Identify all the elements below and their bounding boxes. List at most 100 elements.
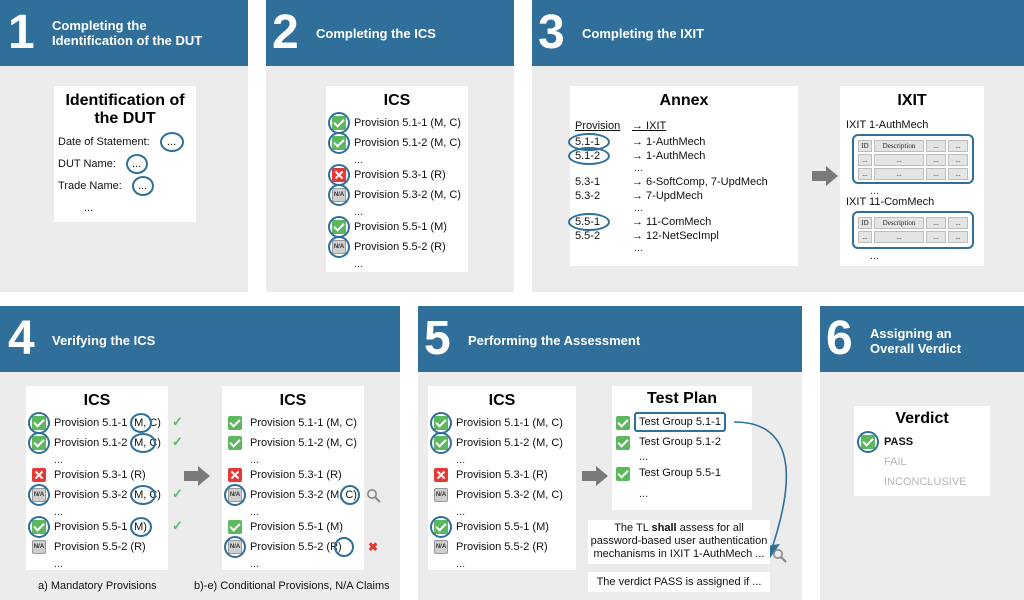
tag-ring[interactable] — [130, 485, 156, 505]
ics-title-p2: ICS — [383, 92, 411, 109]
panel-4-number: 4 — [8, 312, 35, 365]
ics-card-p4a: ICS Provision 5.1-1 (M, C)Provision 5.1-… — [26, 386, 168, 570]
ixit-cell: ... — [858, 168, 872, 180]
provision-label: Provision 5.1-1 (M, C) — [250, 417, 357, 429]
provision-label: Provision 5.5-2 (R) — [54, 541, 146, 553]
annex-row-ring[interactable] — [568, 213, 610, 231]
test-plan-ellipsis-2: ... — [639, 488, 649, 500]
provision-label: Provision 5.3-1 (R) — [456, 469, 548, 481]
provision-label: Provision 5.5-1 (M) — [354, 221, 447, 233]
magnifier-icon — [367, 489, 381, 503]
note-shall: shall — [651, 522, 677, 534]
provision-label: Provision 5.3-1 (R) — [250, 469, 342, 481]
provision-ring — [328, 216, 350, 238]
note-post: assess for all — [676, 522, 744, 534]
provision-label: Provision 5.3-1 (R) — [354, 169, 446, 181]
date-field-ring[interactable] — [160, 132, 184, 152]
provision-ring — [328, 112, 350, 134]
ixit-cell: ... — [874, 154, 924, 166]
ixit-cell: ... — [948, 231, 968, 243]
annex-row-provision: 5.1-2 — [575, 150, 601, 162]
annex-row-provision: 5.3-1 — [575, 176, 601, 188]
test-group-highlight[interactable] — [634, 412, 726, 432]
list-ellipsis: ... — [456, 506, 466, 518]
ixit-cell: ... — [948, 217, 968, 229]
tag-ring[interactable] — [130, 517, 152, 537]
dut-name-field-ring[interactable] — [126, 154, 148, 174]
ics-title-p4b: ICS — [279, 392, 307, 409]
panel-6-number: 6 — [826, 312, 853, 365]
ixit-cell: ... — [926, 168, 946, 180]
provision-ring — [224, 536, 246, 558]
annex-row-ixit: → 11-ComMech — [632, 216, 712, 228]
provision-label: Provision 5.5-2 (R) — [456, 541, 548, 553]
panel-4-header: 4 Verifying the ICS — [0, 306, 400, 372]
ixit-cell: ... — [926, 140, 946, 152]
assessment-note: The TL shall assess for all password-bas… — [588, 520, 770, 564]
list-ellipsis: ... — [250, 558, 260, 570]
checkmark-icon: ✓ — [172, 434, 183, 449]
na-icon: N/A — [434, 540, 448, 554]
date-field-value: ... — [167, 136, 177, 148]
ixit-cell: ... — [926, 217, 946, 229]
trade-name-field-value: ... — [138, 180, 148, 192]
ixit-cell: ... — [948, 140, 968, 152]
provision-ring — [28, 412, 50, 434]
ixit-cell: ... — [874, 231, 924, 243]
provision-label: Provision 5.1-2 (M, C) — [456, 437, 563, 449]
tag-ring[interactable] — [130, 413, 152, 433]
pass-ring — [857, 431, 879, 453]
na-icon: N/A — [434, 488, 448, 502]
check-icon — [616, 436, 630, 450]
tag-ring[interactable] — [340, 485, 360, 505]
ics-card-p2: ICS Provision 5.1-1 (M, C) Provision 5.1-… — [326, 86, 468, 272]
annex-row-ixit: → 12-NetSecImpl — [632, 230, 719, 242]
ixit-ellipsis-2: ... — [870, 250, 880, 262]
panel-4-title: Verifying the ICS — [52, 333, 156, 348]
ixit-item-1-label: IXIT 1-AuthMech — [846, 119, 929, 131]
note-line-3: mechanisms in IXIT 1-AuthMech ... — [593, 548, 765, 560]
verdict-title: Verdict — [895, 410, 949, 427]
list-ellipsis: ... — [456, 454, 466, 466]
provision-ring — [430, 516, 452, 538]
list-ellipsis: ... — [354, 258, 364, 270]
provision-label: Provision 5.1-2 (M, C) — [354, 137, 461, 149]
arrow-p5 — [582, 466, 608, 486]
trade-name-field-ring[interactable] — [132, 176, 154, 196]
na-icon: N/A — [32, 540, 46, 554]
arrow-annex-to-ixit — [812, 166, 838, 186]
panel-4: 4 Verifying the ICS ICS Provision 5.1-1 … — [0, 306, 400, 600]
test-plan-title: Test Plan — [647, 390, 717, 407]
provision-label: Provision 5.1-1 (M, C) — [456, 417, 563, 429]
cross-icon — [228, 468, 242, 482]
panel-2-title: Completing the ICS — [316, 26, 436, 41]
test-group-2: Test Group 5.1-2 — [639, 436, 721, 448]
ixit-cell: ... — [926, 154, 946, 166]
list-ellipsis: ... — [54, 506, 64, 518]
more-fields-ellipsis: ... — [84, 202, 94, 214]
provision-ring — [28, 432, 50, 454]
annex-header-left: Provision — [575, 120, 621, 132]
cross-icon — [32, 468, 46, 482]
ixit-item-2-label: IXIT 11-ComMech — [846, 196, 935, 208]
verdict-inconclusive: INCONCLUSIVE — [884, 476, 967, 488]
list-ellipsis: ... — [456, 558, 466, 570]
provision-label: Provision 5.5-1 (M) — [456, 521, 549, 533]
cross-icon — [434, 468, 448, 482]
check-icon — [616, 416, 630, 430]
panel-5: 5 Performing the Assessment ICS Provisio… — [418, 306, 802, 600]
note-line-2: password-based user authentication — [590, 535, 768, 547]
tag-ring[interactable] — [130, 433, 156, 453]
provision-label: Provision 5.1-1 (M, C) — [354, 117, 461, 129]
caption-mandatory: a) Mandatory Provisions — [38, 580, 157, 592]
tag-ring[interactable] — [334, 537, 354, 557]
ixit-cell: ID — [858, 217, 872, 229]
annex-row-ring[interactable] — [568, 147, 610, 165]
ixit-cell: ID — [858, 140, 872, 152]
verdict-note: The verdict PASS is assigned if ... — [588, 572, 770, 592]
